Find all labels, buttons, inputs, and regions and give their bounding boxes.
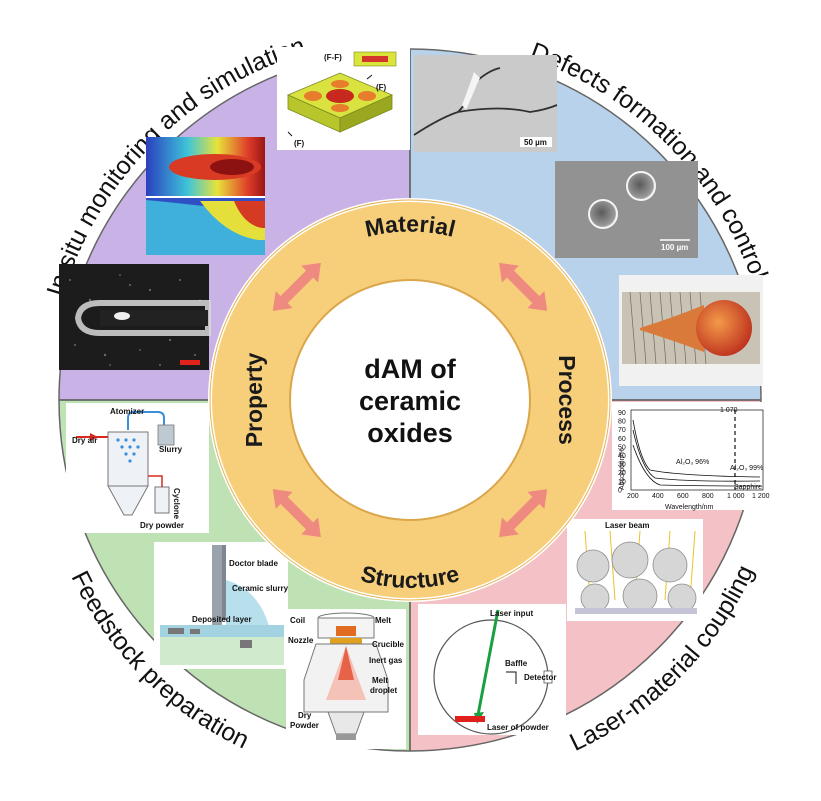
laser-beam-label: Laser beam	[605, 521, 649, 530]
slurry-label: Slurry	[159, 445, 183, 454]
panel-pore-formation	[619, 275, 763, 386]
y-tick-60: 60	[618, 436, 626, 443]
panel-sem-crack: 50 µm	[413, 55, 558, 152]
atomizer-label: Atomizer	[110, 407, 144, 416]
absorption-y-label: Absorption/%	[619, 448, 626, 490]
ring-outline	[209, 199, 611, 601]
deposited-layer-label: Deposited layer	[192, 615, 252, 624]
panel-melt-pool-simulation	[146, 137, 265, 255]
y-tick-80: 80	[618, 419, 626, 426]
center-line-1: dAM of	[364, 354, 456, 384]
laser-of-powder-label: Laser of powder	[487, 723, 549, 732]
panel-tape-casting: Doctor blade Ceramic slurry Deposited la…	[154, 542, 289, 669]
nozzle-label: Nozzle	[288, 636, 314, 645]
ring-arrow-2	[272, 262, 321, 311]
panel-gas-atomizer: Coil Melt Nozzle Crucible Inert gas Melt…	[286, 609, 406, 749]
label-sapphire: Sapphire	[734, 484, 762, 491]
cut-label-f-right: (F)	[376, 83, 387, 92]
absorption-x-label: Wavelength/nm	[665, 504, 714, 511]
section-label-ff: (F-F)	[324, 53, 342, 62]
label-al2o3-99: Al₂O₃ 99%	[730, 465, 763, 472]
panel-insitu-image	[59, 264, 211, 370]
inert-gas-label: Inert gas	[369, 656, 403, 665]
y-tick-20: 20	[618, 470, 626, 477]
x-tick-1000: 1 000	[727, 493, 745, 500]
absorption-chart-frame	[612, 402, 766, 510]
detector-label: Detector	[524, 673, 556, 682]
panel-sem-pores: 100 µm	[555, 161, 698, 258]
laser-input-label: Laser input	[490, 609, 533, 618]
panel-integrating-sphere: Laser input Baffle Detector Laser of pow…	[418, 604, 566, 735]
y-tick-70: 70	[618, 427, 626, 434]
baffle-label: Baffle	[505, 659, 528, 668]
dry-powder-label: Dry powder	[140, 521, 184, 530]
cyclone-label: Cyclone	[172, 488, 181, 520]
center-line-3: oxides	[367, 418, 453, 448]
melt-droplet-line2: droplet	[370, 686, 397, 695]
crucible-label: Crucible	[372, 640, 405, 649]
scale-bar-pores: 100 µm	[661, 243, 688, 252]
x-tick-1200: 1 200	[752, 493, 770, 500]
ring-arrow-1	[499, 262, 548, 311]
panel-3d-simulation: (F-F) (F) (F)	[277, 47, 410, 150]
series-al2o3-96	[632, 419, 761, 478]
dry-air-label: Dry air	[72, 436, 97, 445]
absorption-marker-label: 1 070	[720, 407, 738, 414]
dry-powder-line1: Dry	[298, 711, 312, 720]
x-tick-400: 400	[652, 493, 664, 500]
x-tick-600: 600	[677, 493, 689, 500]
absorption-x-ticks: 200 400 600 800 1 000 1 200	[627, 493, 770, 500]
x-tick-200: 200	[627, 493, 639, 500]
y-tick-10: 10	[618, 479, 626, 486]
ring-label-process: Process	[554, 355, 580, 445]
doctor-blade-label: Doctor blade	[229, 559, 278, 568]
coil-label: Coil	[290, 616, 305, 625]
dry-powder-line2: Powder	[290, 721, 319, 730]
ring-arrow-4	[499, 489, 548, 538]
scale-bar-crack: 50 µm	[524, 138, 547, 147]
y-tick-50: 50	[618, 444, 626, 451]
series-al2o3-99	[632, 429, 761, 482]
y-tick-40: 40	[618, 453, 626, 460]
cut-label-f-left: (F)	[294, 139, 305, 148]
ceramic-slurry-label: Ceramic slurry	[232, 584, 289, 593]
ring-arrows	[272, 262, 548, 538]
melt-droplet-line1: Melt	[372, 676, 388, 685]
y-tick-0: 0	[618, 487, 622, 494]
series-sapphire	[632, 444, 761, 487]
x-tick-800: 800	[702, 493, 714, 500]
ring-inner-disc	[289, 279, 531, 521]
y-tick-90: 90	[618, 410, 626, 417]
y-tick-30: 30	[618, 462, 626, 469]
ring-label-property: Property	[241, 353, 267, 448]
center-line-2: ceramic	[359, 386, 461, 416]
melt-label: Melt	[375, 616, 391, 625]
label-al2o3-96: Al₂O₃ 96%	[676, 459, 709, 466]
panel-laser-beam-powder: Laser beam	[567, 519, 703, 621]
ring-arrow-3	[272, 489, 321, 538]
panel-spray-dryer: Atomizer Dry air Slurry Cyclone Dry powd…	[66, 403, 209, 533]
